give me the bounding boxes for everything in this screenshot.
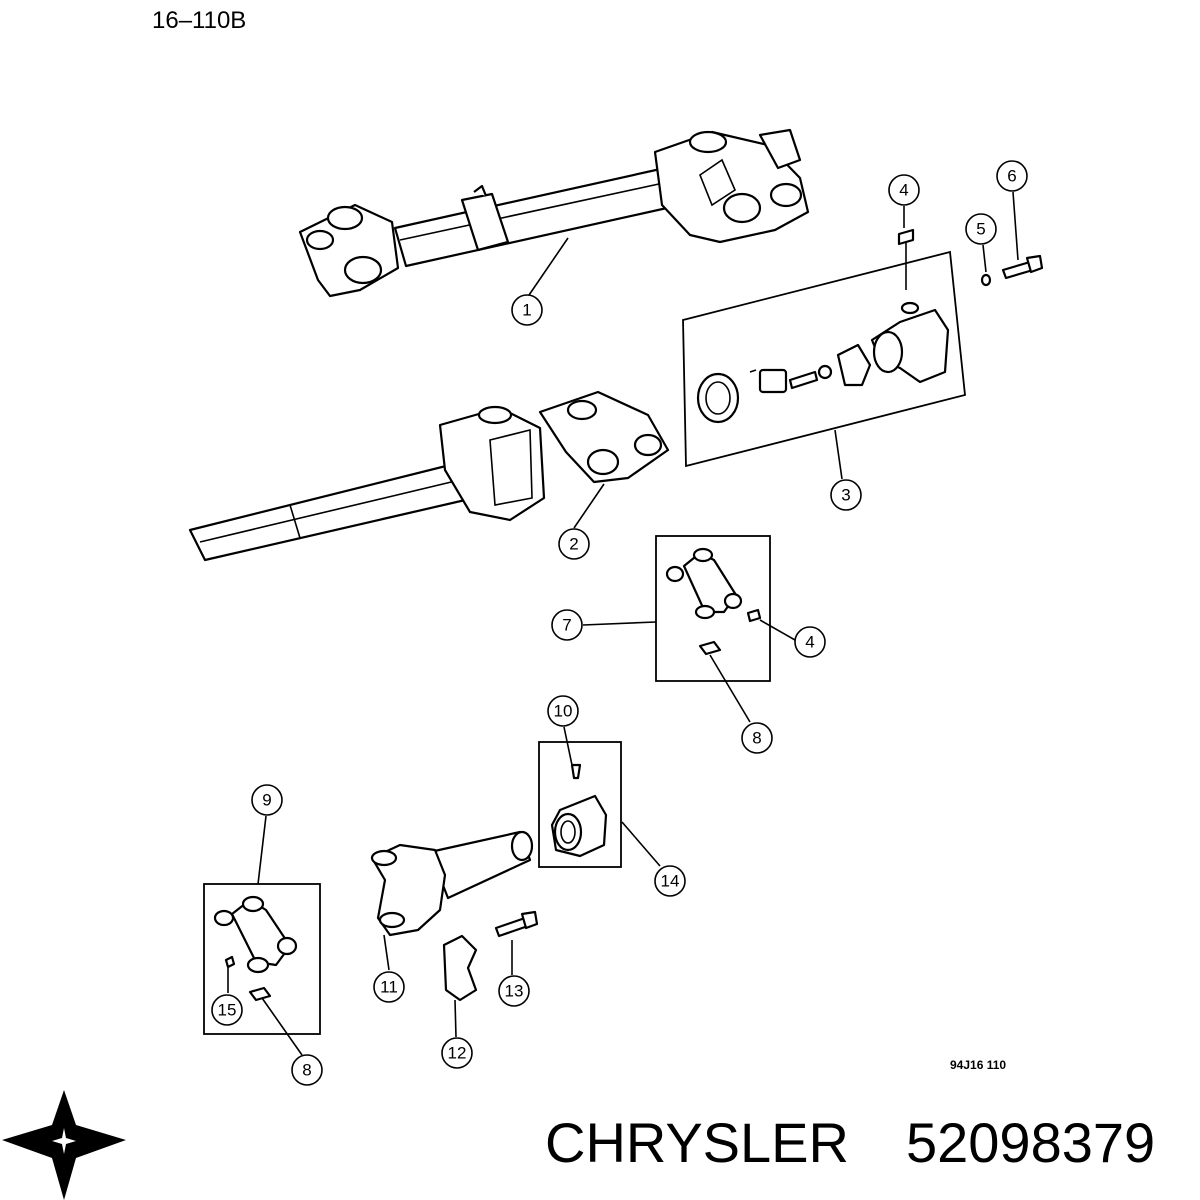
- callout-2: 2: [558, 528, 590, 560]
- bolt-upper: [1001, 254, 1044, 280]
- strap-bracket: [442, 934, 478, 1002]
- callout-4-upper: 4: [888, 174, 920, 206]
- svg-text:5: 5: [976, 220, 985, 239]
- svg-text:13: 13: [505, 982, 524, 1001]
- svg-text:11: 11: [380, 978, 398, 997]
- center-bearing-box: [538, 741, 622, 868]
- callout-15: 15: [211, 994, 243, 1026]
- svg-text:6: 6: [1007, 167, 1016, 186]
- svg-text:8: 8: [752, 729, 761, 748]
- strap-bolt: [494, 910, 539, 938]
- callout-11: 11: [373, 971, 405, 1003]
- svg-text:2: 2: [569, 535, 578, 554]
- callout-10: 10: [547, 695, 579, 727]
- propeller-shaft-assembly: [298, 128, 810, 298]
- callout-6: 6: [996, 160, 1028, 192]
- centering-yoke: [538, 390, 670, 484]
- propeller-shaft-tube: [188, 405, 546, 562]
- slip-yoke-shaft: [370, 830, 534, 937]
- svg-text:8: 8: [302, 1061, 311, 1080]
- callout-5: 5: [965, 213, 997, 245]
- callout-8-upper: 8: [741, 722, 773, 754]
- svg-text:12: 12: [448, 1044, 467, 1063]
- u-joint-kit-box-lower: [203, 883, 321, 1035]
- centering-kit-box: [682, 240, 966, 468]
- brand-name: CHRYSLER: [545, 1111, 849, 1174]
- diagram-ref-code: 16–110B: [152, 7, 246, 34]
- chrysler-pentastar-icon: [2, 1090, 126, 1200]
- callout-12: 12: [441, 1037, 473, 1069]
- leader-lines: [227, 191, 1019, 1056]
- svg-text:10: 10: [554, 702, 573, 721]
- svg-text:4: 4: [805, 633, 814, 652]
- svg-text:9: 9: [262, 791, 271, 810]
- svg-text:1: 1: [522, 301, 531, 320]
- part-number: 52098379: [906, 1111, 1155, 1174]
- callout-9: 9: [251, 784, 283, 816]
- svg-text:3: 3: [841, 486, 850, 505]
- callout-1: 1: [511, 294, 543, 326]
- svg-text:7: 7: [562, 616, 571, 635]
- callout-13: 13: [498, 975, 530, 1007]
- u-joint-kit-box: [655, 535, 771, 682]
- callout-4-middle: 4: [794, 626, 826, 658]
- callout-7: 7: [551, 609, 583, 641]
- svg-text:4: 4: [899, 181, 908, 200]
- callout-14: 14: [654, 865, 686, 897]
- callout-3: 3: [830, 479, 862, 511]
- svg-text:14: 14: [661, 872, 680, 891]
- washer-upper: [980, 273, 992, 287]
- figure-code: 94J16 110: [950, 1058, 1006, 1072]
- callout-8-lower: 8: [291, 1054, 323, 1086]
- svg-text:15: 15: [218, 1001, 237, 1020]
- grease-fitting-upper: [897, 228, 915, 246]
